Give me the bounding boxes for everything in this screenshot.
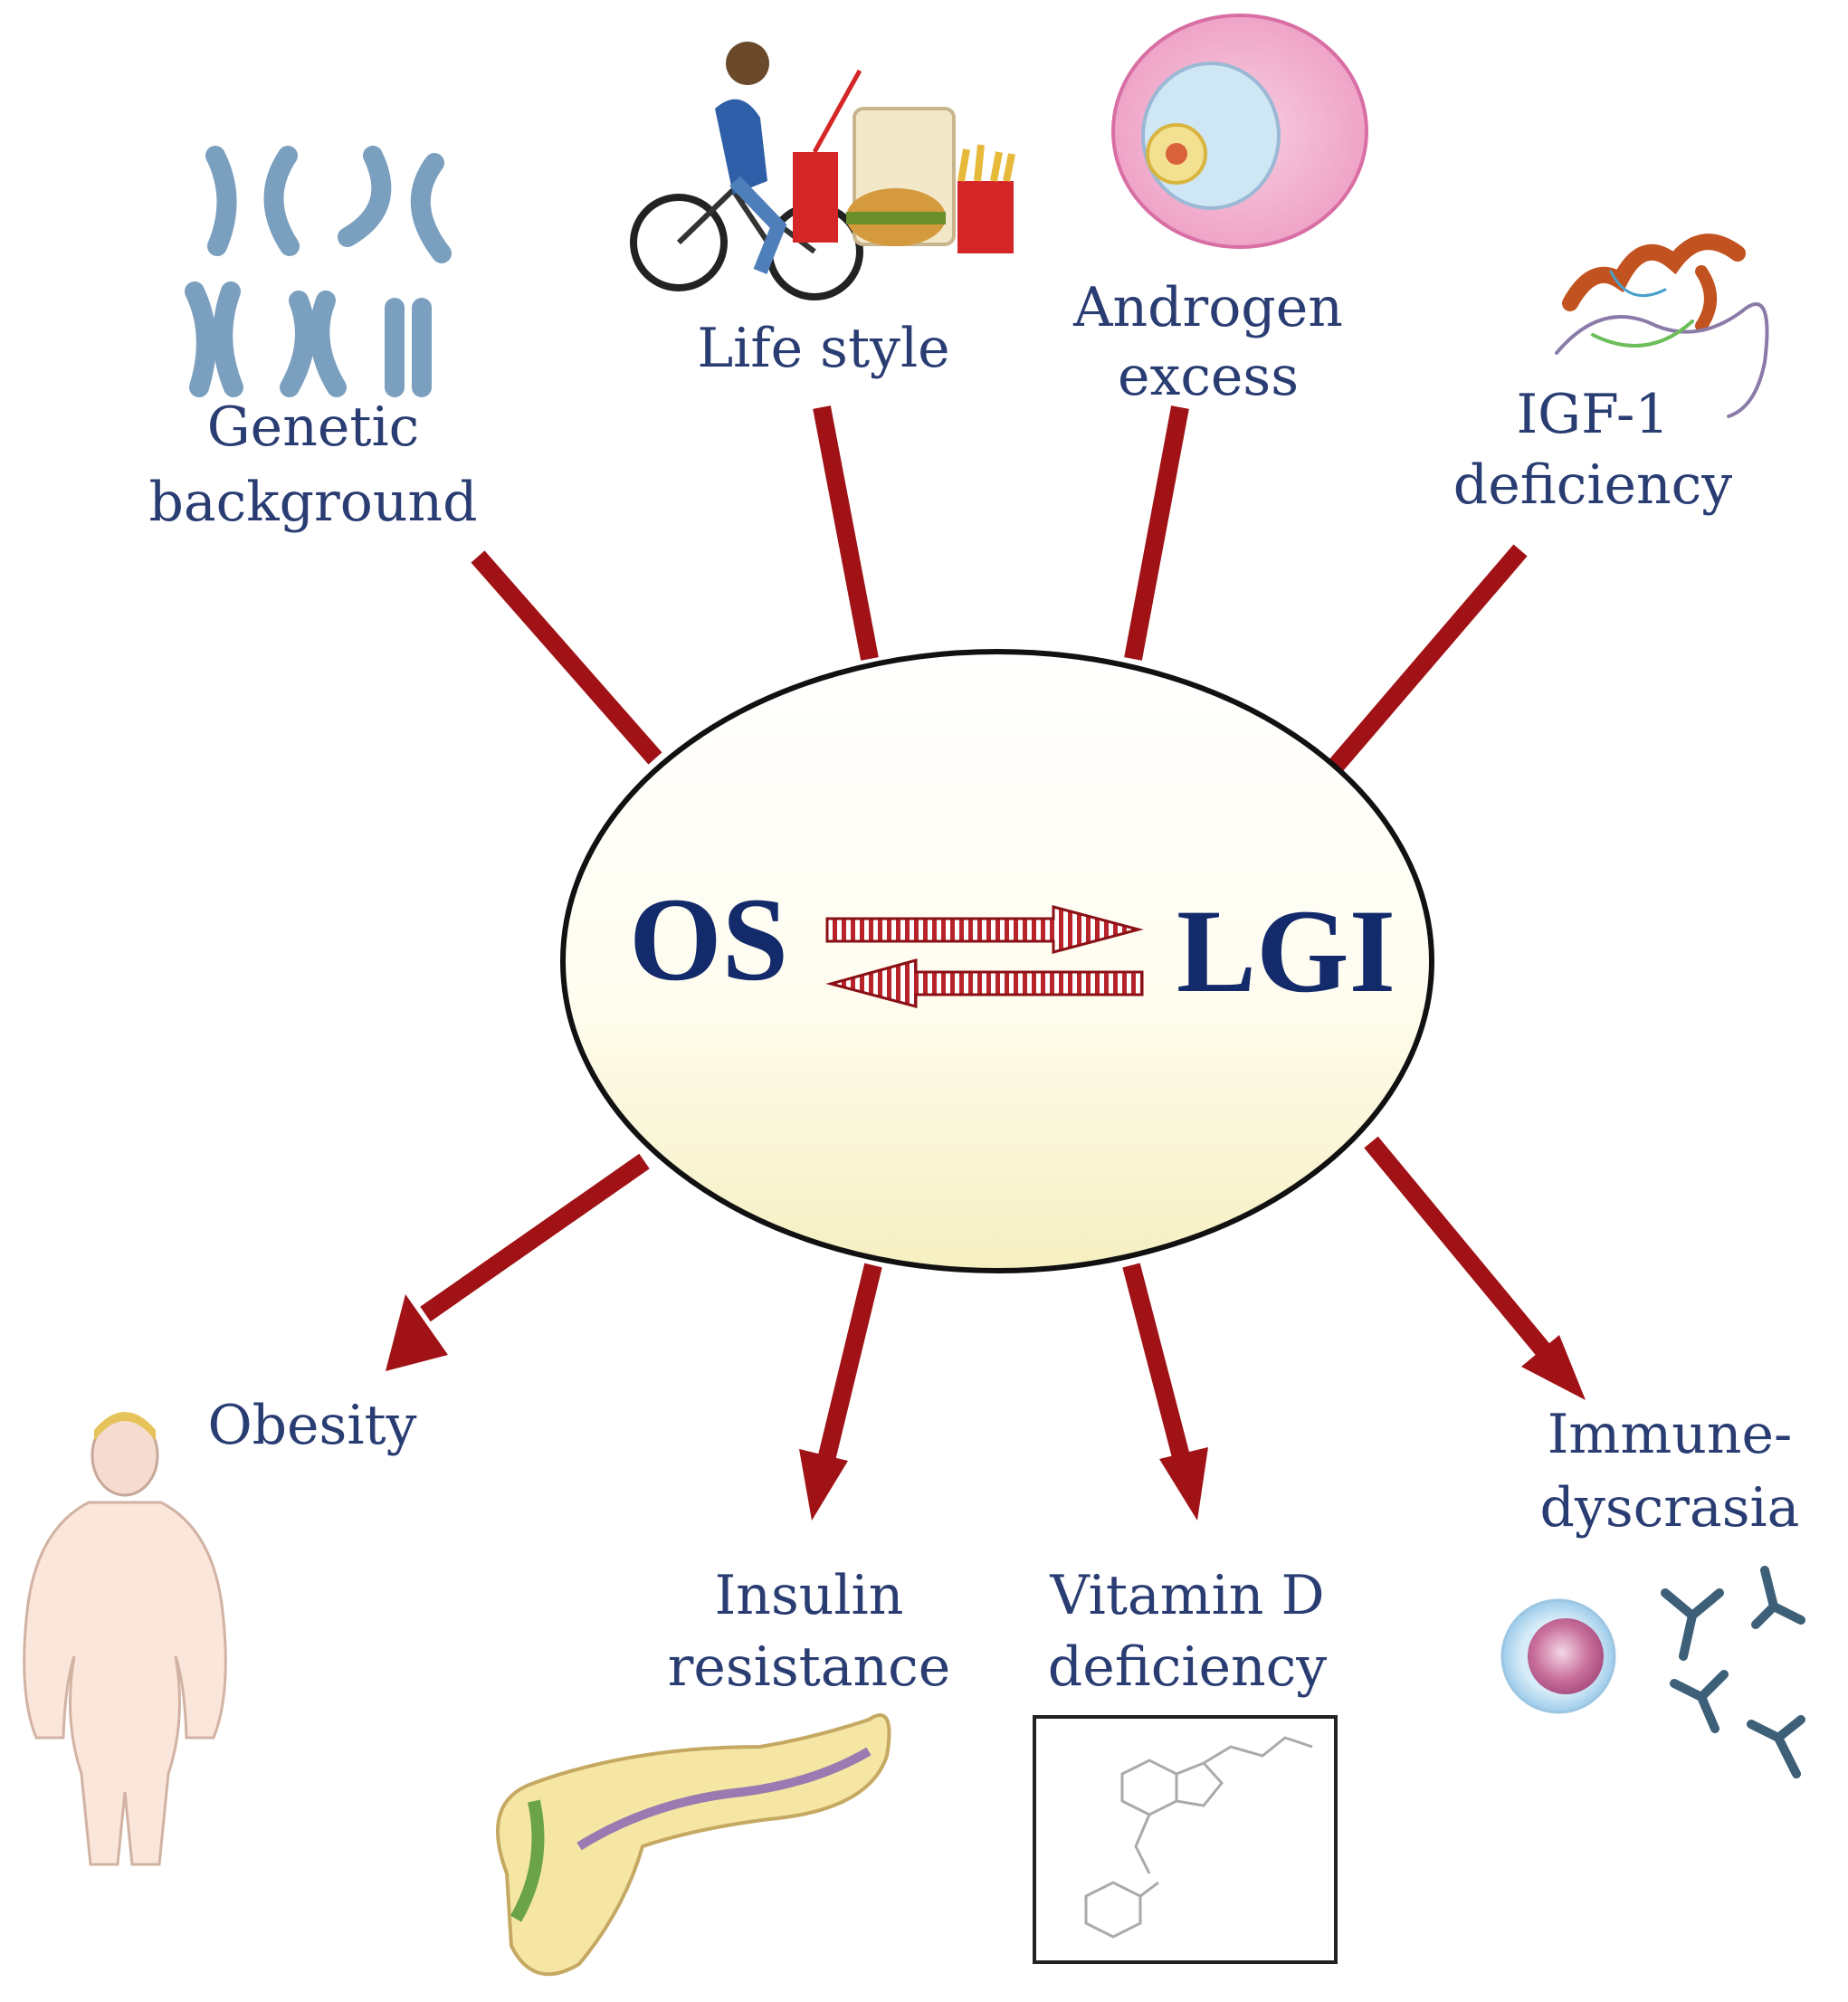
arrow-vitamin-d-head bbox=[1159, 1447, 1208, 1521]
genetic-label-2: background bbox=[148, 471, 477, 534]
androgen-label-2: excess bbox=[1118, 345, 1299, 408]
vitamin-d-label-1: Vitamin D bbox=[1049, 1564, 1324, 1627]
effect-arrows bbox=[386, 1136, 1586, 1521]
arrow-genetic bbox=[471, 550, 662, 765]
arrow-androgen bbox=[1124, 405, 1189, 661]
central-ellipse bbox=[560, 649, 1434, 1273]
protein-structure-icon bbox=[1555, 234, 1769, 418]
arrow-obesity-head bbox=[386, 1294, 448, 1371]
lgi-label: LGI bbox=[1176, 884, 1396, 1017]
arrow-obesity-shaft bbox=[420, 1153, 650, 1322]
androgen-label-1: Androgen bbox=[1072, 276, 1343, 339]
arrow-insulin-head bbox=[799, 1449, 848, 1521]
lifestyle-label: Life style bbox=[697, 317, 949, 380]
vitamin-d-molecule-icon bbox=[1033, 1715, 1338, 1964]
arrow-immune-head bbox=[1521, 1335, 1586, 1400]
os-label: OS bbox=[629, 872, 788, 1006]
arrow-immune-shaft bbox=[1364, 1136, 1553, 1359]
ovarian-follicle-icon bbox=[1111, 14, 1368, 249]
arrow-igf1 bbox=[1329, 544, 1528, 772]
obesity-label: Obesity bbox=[207, 1394, 416, 1457]
arrow-insulin-shaft bbox=[816, 1263, 882, 1466]
forward-arrow bbox=[825, 905, 1144, 954]
immune-cell-antibodies-icon bbox=[1500, 1566, 1805, 1778]
genetic-label-1: Genetic bbox=[207, 396, 420, 459]
arrow-lifestyle bbox=[813, 405, 879, 661]
insulin-label-2: resistance bbox=[668, 1635, 951, 1699]
backward-arrow bbox=[825, 958, 1144, 1008]
insulin-label-1: Insulin bbox=[715, 1564, 904, 1627]
chromosomes-icon bbox=[185, 146, 452, 397]
igf1-label-1: IGF-1 bbox=[1516, 383, 1669, 446]
pancreas-icon bbox=[496, 1713, 891, 1977]
immune-label-1: Immune- bbox=[1548, 1403, 1793, 1466]
cyclist-fastfood-icon bbox=[630, 42, 1015, 300]
equilibrium-arrows bbox=[825, 905, 1144, 1008]
vitamin-d-label-2: deficiency bbox=[1048, 1635, 1327, 1699]
immune-label-2: dyscrasia bbox=[1540, 1476, 1800, 1540]
igf1-label-2: deficiency bbox=[1453, 453, 1732, 517]
cause-arrows bbox=[471, 405, 1528, 772]
obese-body-icon bbox=[23, 1412, 227, 1866]
arrow-vitamin-d-shaft bbox=[1122, 1263, 1192, 1466]
